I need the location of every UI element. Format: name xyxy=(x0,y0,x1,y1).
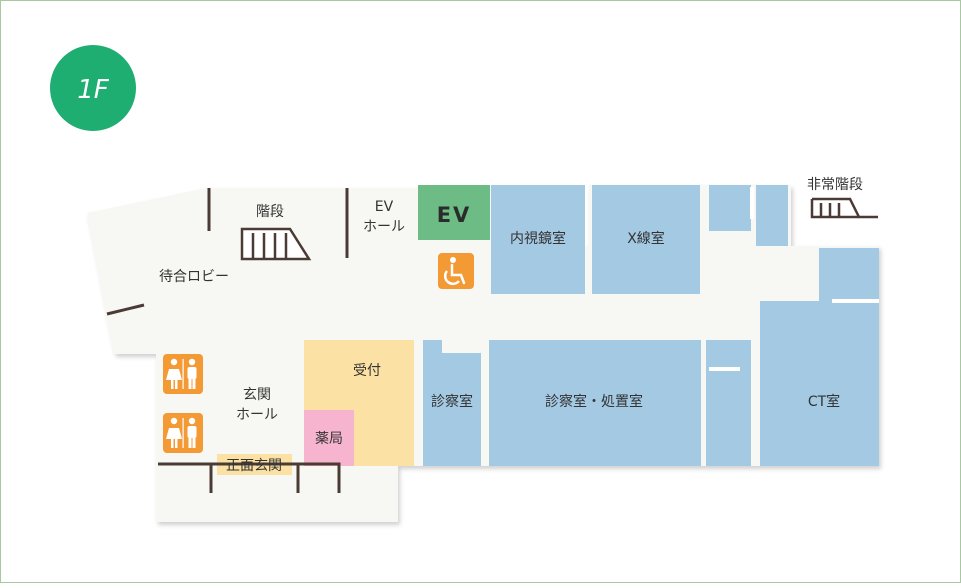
restroom-icon xyxy=(163,413,203,453)
pharmacy-label: 薬局 xyxy=(315,431,343,447)
floor-label: 1F xyxy=(77,75,110,105)
elevator-label: EV xyxy=(437,203,472,227)
ct-annex xyxy=(819,248,879,301)
consult-treatment-room xyxy=(489,340,701,466)
consult-treatment-label: 診察室・処置室 xyxy=(545,393,643,410)
floor-badge: 1F xyxy=(50,45,136,131)
treatment-side-room xyxy=(706,340,751,466)
floor-badge-circle xyxy=(50,45,136,131)
stairs-symbol xyxy=(240,227,312,261)
emergency-stairs-symbol xyxy=(810,197,878,219)
emergency-stairs-label: 非常階段 xyxy=(807,177,863,193)
xray-label: X線室 xyxy=(627,230,665,247)
pharmacy xyxy=(304,410,354,466)
stairs-label: 階段 xyxy=(256,204,284,220)
ct-room-label: CT室 xyxy=(808,393,840,410)
ev-hall-label-line2: ホール xyxy=(363,219,405,235)
xray-room xyxy=(592,185,700,294)
reception-label: 受付 xyxy=(353,363,381,379)
entrance-hall-label-line2: ホール xyxy=(236,407,278,423)
consult-room xyxy=(423,340,481,466)
wheelchair-icon xyxy=(438,253,474,289)
endoscopy-label: 内視鏡室 xyxy=(510,230,566,247)
walls xyxy=(106,187,879,493)
waiting-lobby-label: 待合ロビー xyxy=(159,269,229,285)
small-room-b xyxy=(756,185,788,246)
endoscopy-room xyxy=(491,185,585,294)
restroom-icon xyxy=(163,354,203,394)
ct-room xyxy=(760,301,879,466)
elevator xyxy=(418,185,490,240)
small-room-a xyxy=(709,185,751,231)
ev-hall-label-line1: EV xyxy=(375,199,394,215)
main-entrance-label: 正面玄関 xyxy=(226,457,282,474)
entrance-hall-label-line1: 玄関 xyxy=(243,386,271,403)
consult-room-label: 診察室 xyxy=(431,393,473,410)
